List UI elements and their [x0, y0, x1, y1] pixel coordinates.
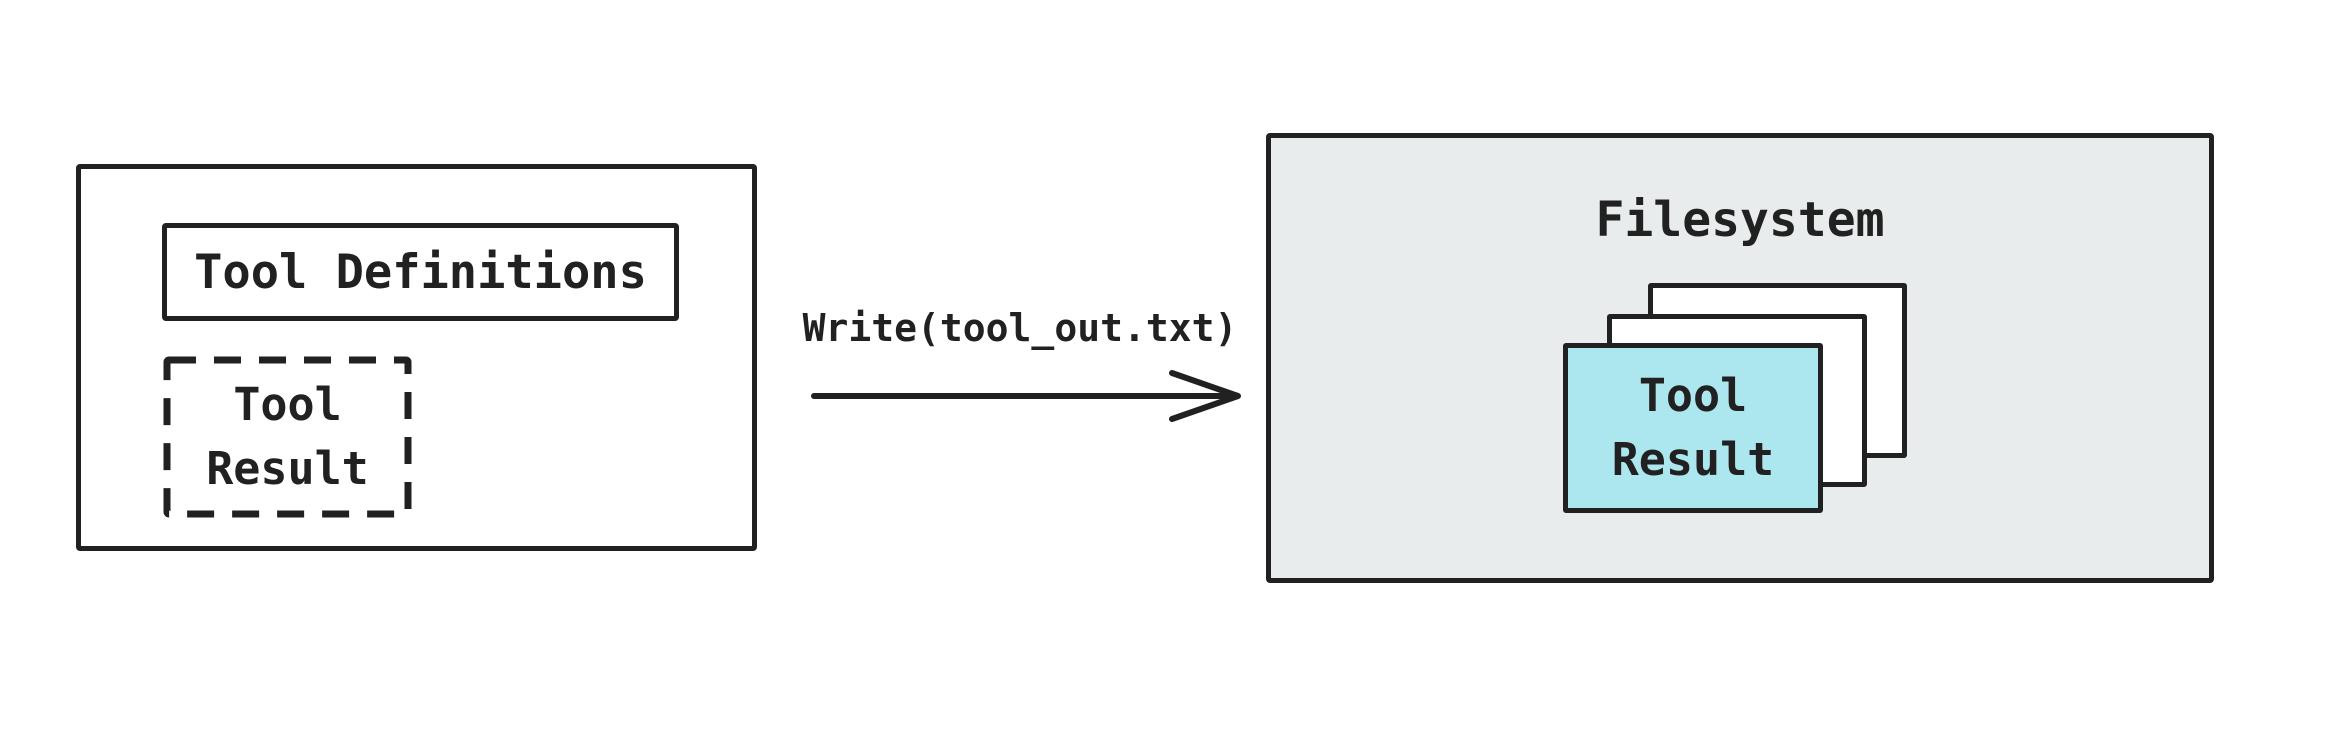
tool-result-file-line2: Result	[1611, 433, 1775, 486]
filesystem-title: Filesystem	[1595, 192, 1885, 248]
tool-result-placeholder-label: Tool Result	[163, 356, 412, 518]
tool-result-line2: Result	[206, 442, 369, 495]
right-arrow-icon	[811, 370, 1241, 422]
tool-result-placeholder-box: Tool Result	[163, 356, 412, 518]
tool-result-line1: Tool	[233, 378, 342, 431]
tool-result-file-line1: Tool	[1638, 369, 1748, 422]
write-arrow-label: Write(tool_out.txt)	[802, 306, 1238, 350]
dashed-border-icon	[163, 356, 412, 518]
tool-result-file: Tool Result	[1563, 343, 1823, 513]
tool-definitions-box: Tool Definitions	[162, 223, 679, 321]
tool-definitions-label: Tool Definitions	[194, 244, 647, 300]
